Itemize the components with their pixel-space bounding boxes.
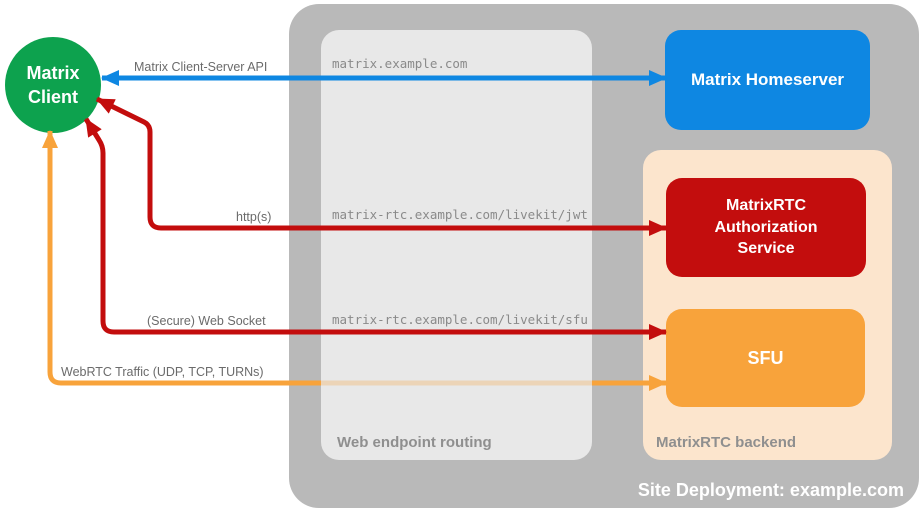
websocket-label: (Secure) Web Socket (147, 314, 266, 328)
authorization-service-label: MatrixRTC Authorization Service (714, 197, 818, 258)
endpoint-matrix-example-com: matrix.example.com (332, 56, 468, 71)
arrow-webrtc-traffic (41, 130, 321, 386)
matrixrtc-backend-title: MatrixRTC backend (656, 434, 797, 451)
https-label: http(s) (236, 210, 272, 224)
client-server-api-label: Matrix Client-Server API (134, 60, 268, 74)
endpoint-livekit-jwt: matrix-rtc.example.com/livekit/jwt (332, 207, 588, 222)
matrix-client-node: Matrix Client (5, 37, 101, 133)
sfu-label: SFU (747, 347, 784, 368)
site-deployment-title: Site Deployment: example.com (637, 480, 904, 500)
matrix-homeserver-node: Matrix Homeserver (665, 30, 870, 130)
matrix-homeserver-label: Matrix Homeserver (690, 70, 845, 89)
matrixrtc-authorization-service-node: MatrixRTC Authorization Service (666, 178, 866, 277)
sfu-node: SFU (666, 309, 865, 407)
endpoint-livekit-sfu: matrix-rtc.example.com/livekit/sfu (332, 312, 588, 327)
web-endpoint-routing-box (321, 30, 592, 460)
matrix-client-label: Matrix Client (26, 62, 80, 107)
web-endpoint-routing-title: Web endpoint routing (337, 434, 492, 451)
webrtc-traffic-label: WebRTC Traffic (UDP, TCP, TURNs) (61, 365, 264, 379)
